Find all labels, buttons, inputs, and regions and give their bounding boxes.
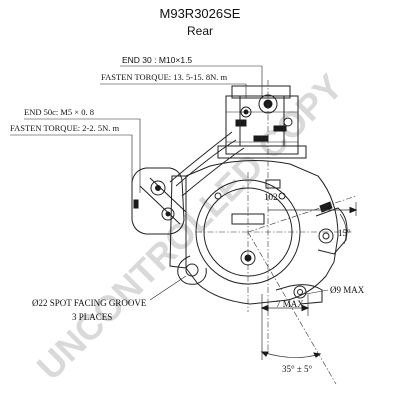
dimension-dia9-label: Ø9 MAX bbox=[330, 285, 365, 295]
dimension-102: 102 bbox=[264, 192, 358, 216]
places-label: 3 PLACES bbox=[72, 312, 112, 322]
end50c-label: END 50c: M5 × 0. 8 bbox=[24, 107, 94, 117]
part-number-title: M93R3026SE bbox=[160, 6, 241, 21]
angle-15-label: 15° bbox=[338, 228, 351, 238]
angle-35: 35° ± 5° bbox=[260, 316, 322, 374]
view-label: Rear bbox=[187, 24, 213, 38]
spot-facing-label: Ø22 SPOT FACING GROOVE bbox=[32, 298, 147, 308]
dimension-7max-label: 7 MAX bbox=[276, 299, 304, 309]
dimension-7max: 7 MAX bbox=[260, 294, 310, 316]
end30-torque-label: FASTEN TORQUE: 13. 5-15. 8N. m bbox=[101, 72, 227, 82]
mounting-ear-bottom bbox=[275, 284, 323, 305]
end30-annotation: END 30 : M10×1.5 FASTEN TORQUE: 13. 5-15… bbox=[100, 55, 263, 98]
angle-15: 15° bbox=[338, 213, 351, 245]
end50c-torque-label: FASTEN TORQUE: 2-2. 5N. m bbox=[10, 123, 119, 133]
angle-35-label: 35° ± 5° bbox=[282, 364, 313, 374]
spot-facing-annotation: Ø22 SPOT FACING GROOVE 3 PLACES bbox=[32, 275, 187, 322]
dimension-dia9: Ø9 MAX bbox=[305, 285, 365, 295]
end50c-annotation: END 50c: M5 × 0. 8 FASTEN TORQUE: 2-2. 5… bbox=[10, 107, 141, 205]
end50c-terminal bbox=[131, 167, 185, 235]
dimension-102-label: 102 bbox=[264, 192, 278, 202]
mounting-flange bbox=[169, 159, 339, 305]
end30-label: END 30 : M10×1.5 bbox=[122, 55, 192, 65]
